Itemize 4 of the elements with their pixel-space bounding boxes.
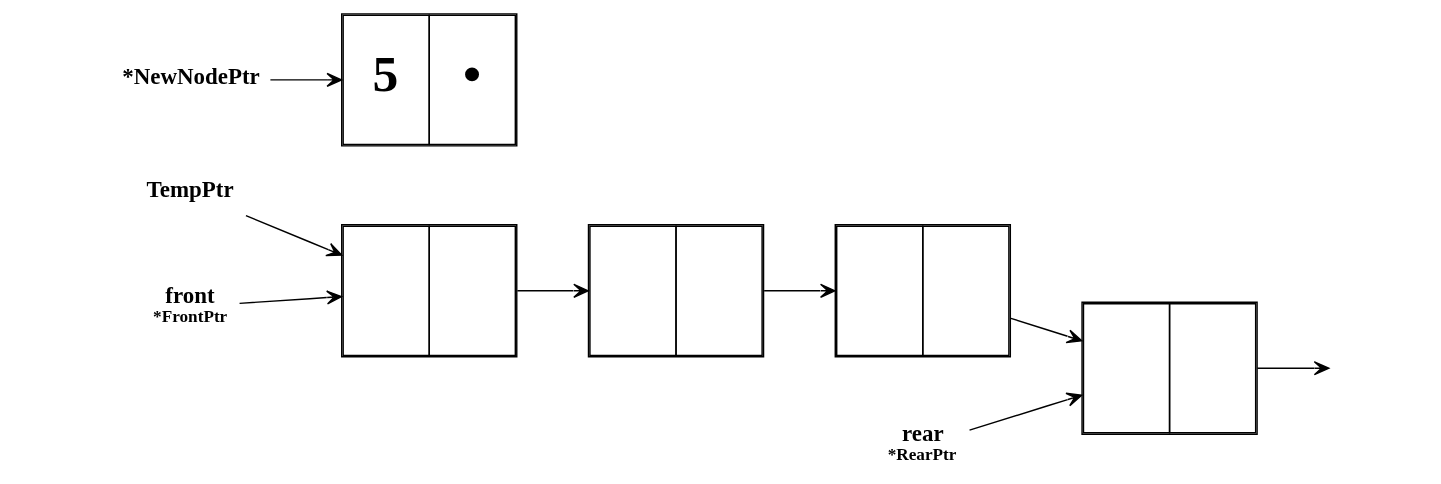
- node-text: rear *RearPtr: [887, 421, 957, 464]
- node-text: TempPtr: [146, 177, 234, 203]
- node-text: front *FrontPtr: [153, 283, 228, 326]
- node-text: *NewNodePtr: [122, 63, 260, 89]
